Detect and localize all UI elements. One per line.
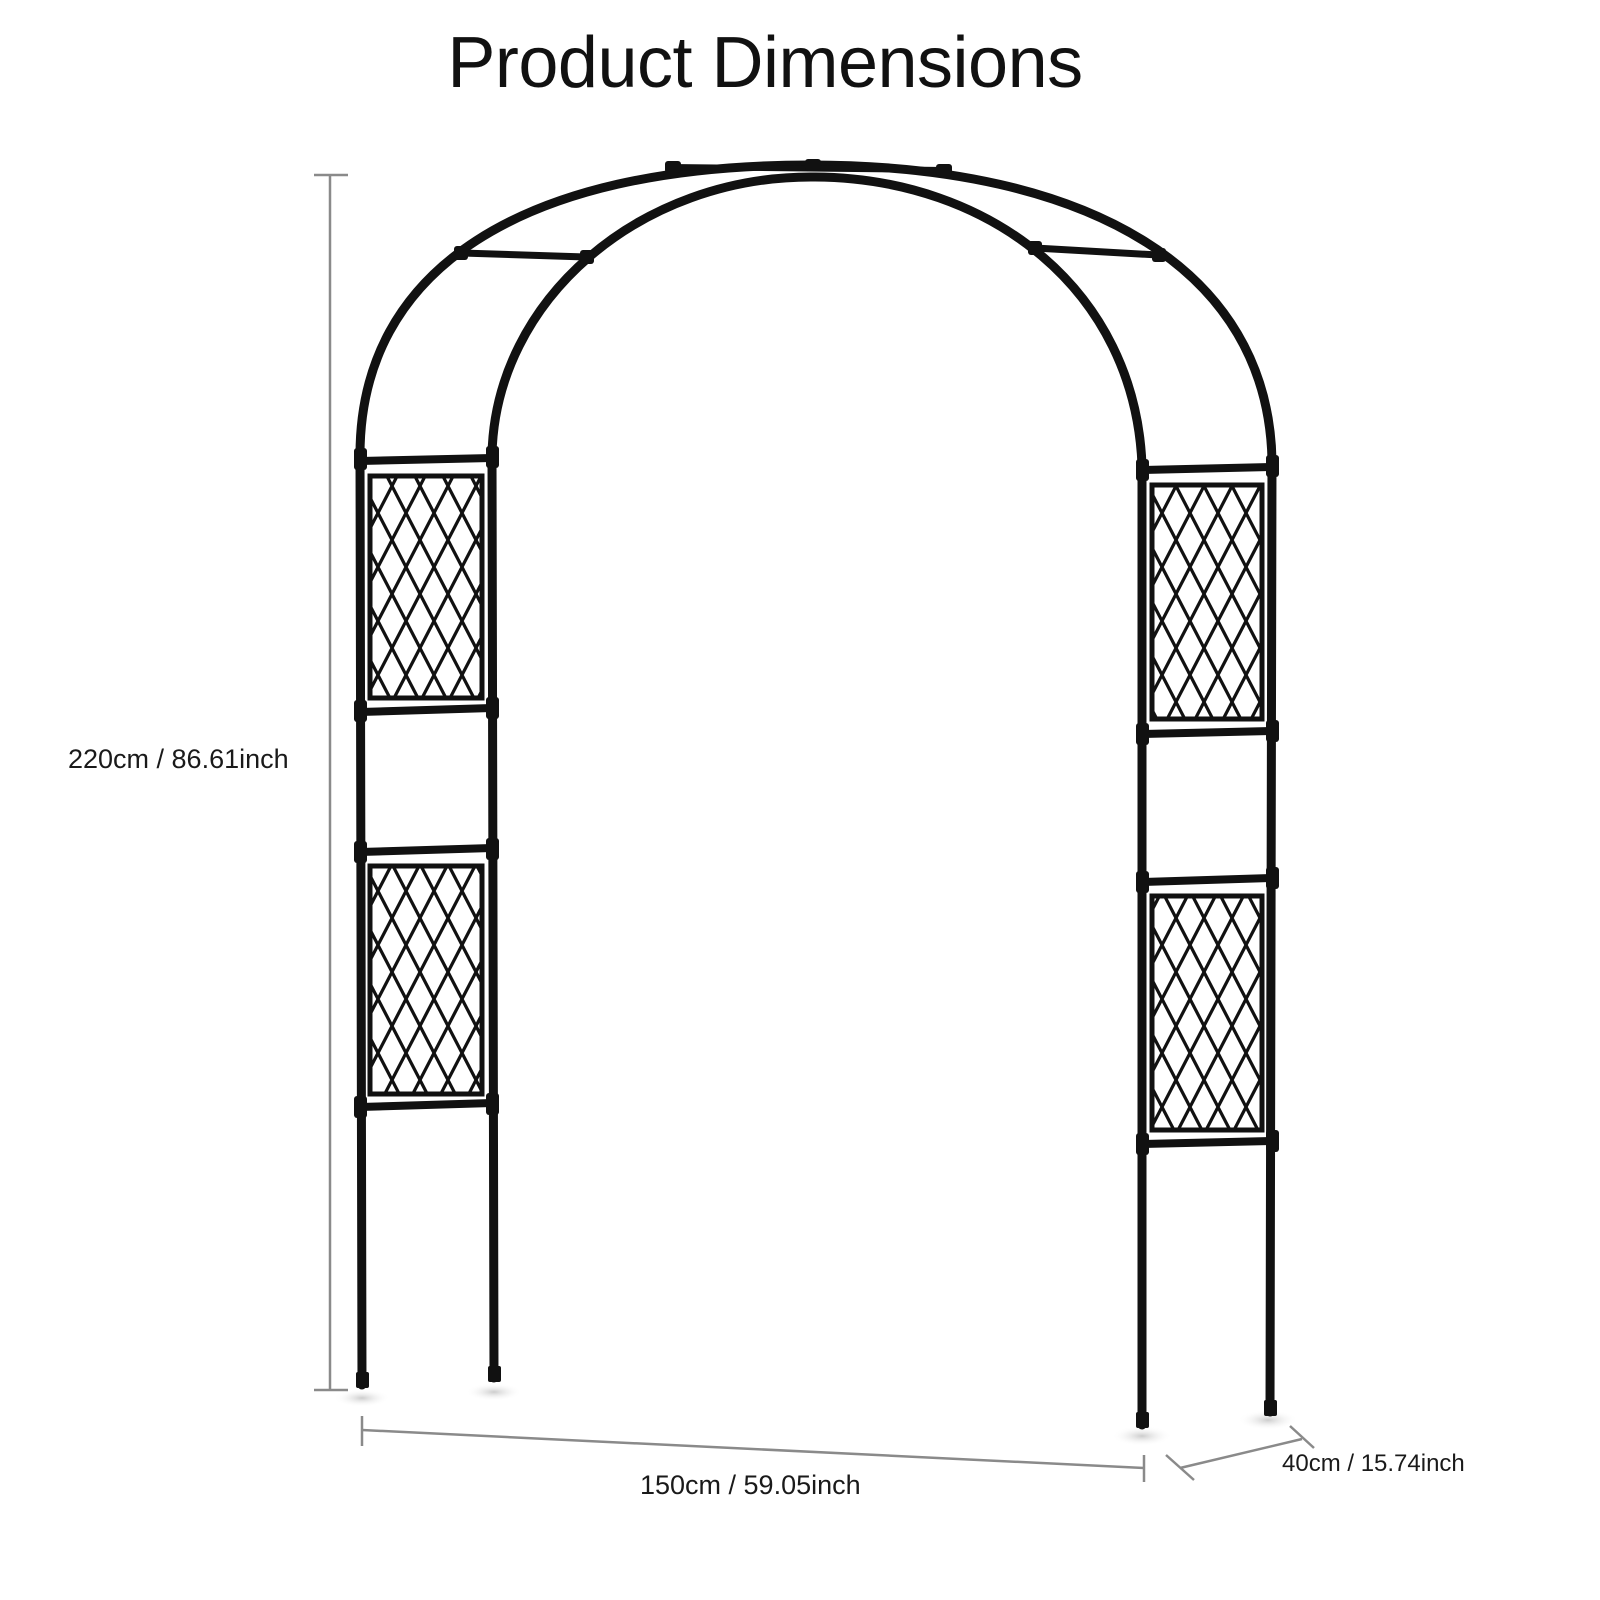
shadow-back-right: [1238, 1410, 1298, 1430]
arch-frame: [355, 160, 1277, 1430]
height-dimension-line: [314, 173, 348, 1392]
left-bar-1: [356, 454, 496, 465]
left-bar-2: [356, 704, 496, 716]
depth-dimension-line: [1165, 1425, 1315, 1481]
page-title: Product Dimensions: [447, 23, 1083, 103]
shadow-front-left: [334, 1389, 390, 1407]
lattice-panel-top-left: [367, 473, 485, 701]
lattice-panels: [367, 473, 1265, 1133]
right-bar-1: [1138, 463, 1276, 474]
joint-connectors: [354, 159, 1279, 1428]
left-bar-4: [356, 1099, 496, 1111]
post-back-left: [487, 450, 499, 1383]
right-bar-4: [1138, 1137, 1276, 1148]
inner-arch-tube: [487, 172, 1147, 470]
shadow-back-left: [466, 1383, 522, 1401]
lattice-panel-bottom-left: [367, 863, 485, 1097]
arch-crossbar-right: [1031, 244, 1162, 259]
depth-dimension-label: 40cm / 15.74inch: [1282, 1450, 1465, 1477]
right-bar-2: [1138, 727, 1276, 738]
post-front-left: [355, 450, 367, 1390]
post-back-right: [1265, 455, 1277, 1417]
width-dimension-line: [360, 1416, 1146, 1482]
lattice-panel-top-right: [1149, 482, 1265, 722]
arch-crossbar-left: [458, 249, 590, 261]
dimension-lines: [314, 173, 1315, 1482]
ground-shadows: [334, 1383, 1298, 1446]
height-dimension-label: 220cm / 86.61inch: [68, 744, 289, 774]
width-dimension-label: 150cm / 59.05inch: [640, 1470, 861, 1500]
lattice-panel-bottom-right: [1149, 893, 1265, 1133]
shadow-front-right: [1112, 1426, 1172, 1446]
left-bar-3: [356, 844, 496, 856]
right-bar-3: [1138, 874, 1276, 886]
